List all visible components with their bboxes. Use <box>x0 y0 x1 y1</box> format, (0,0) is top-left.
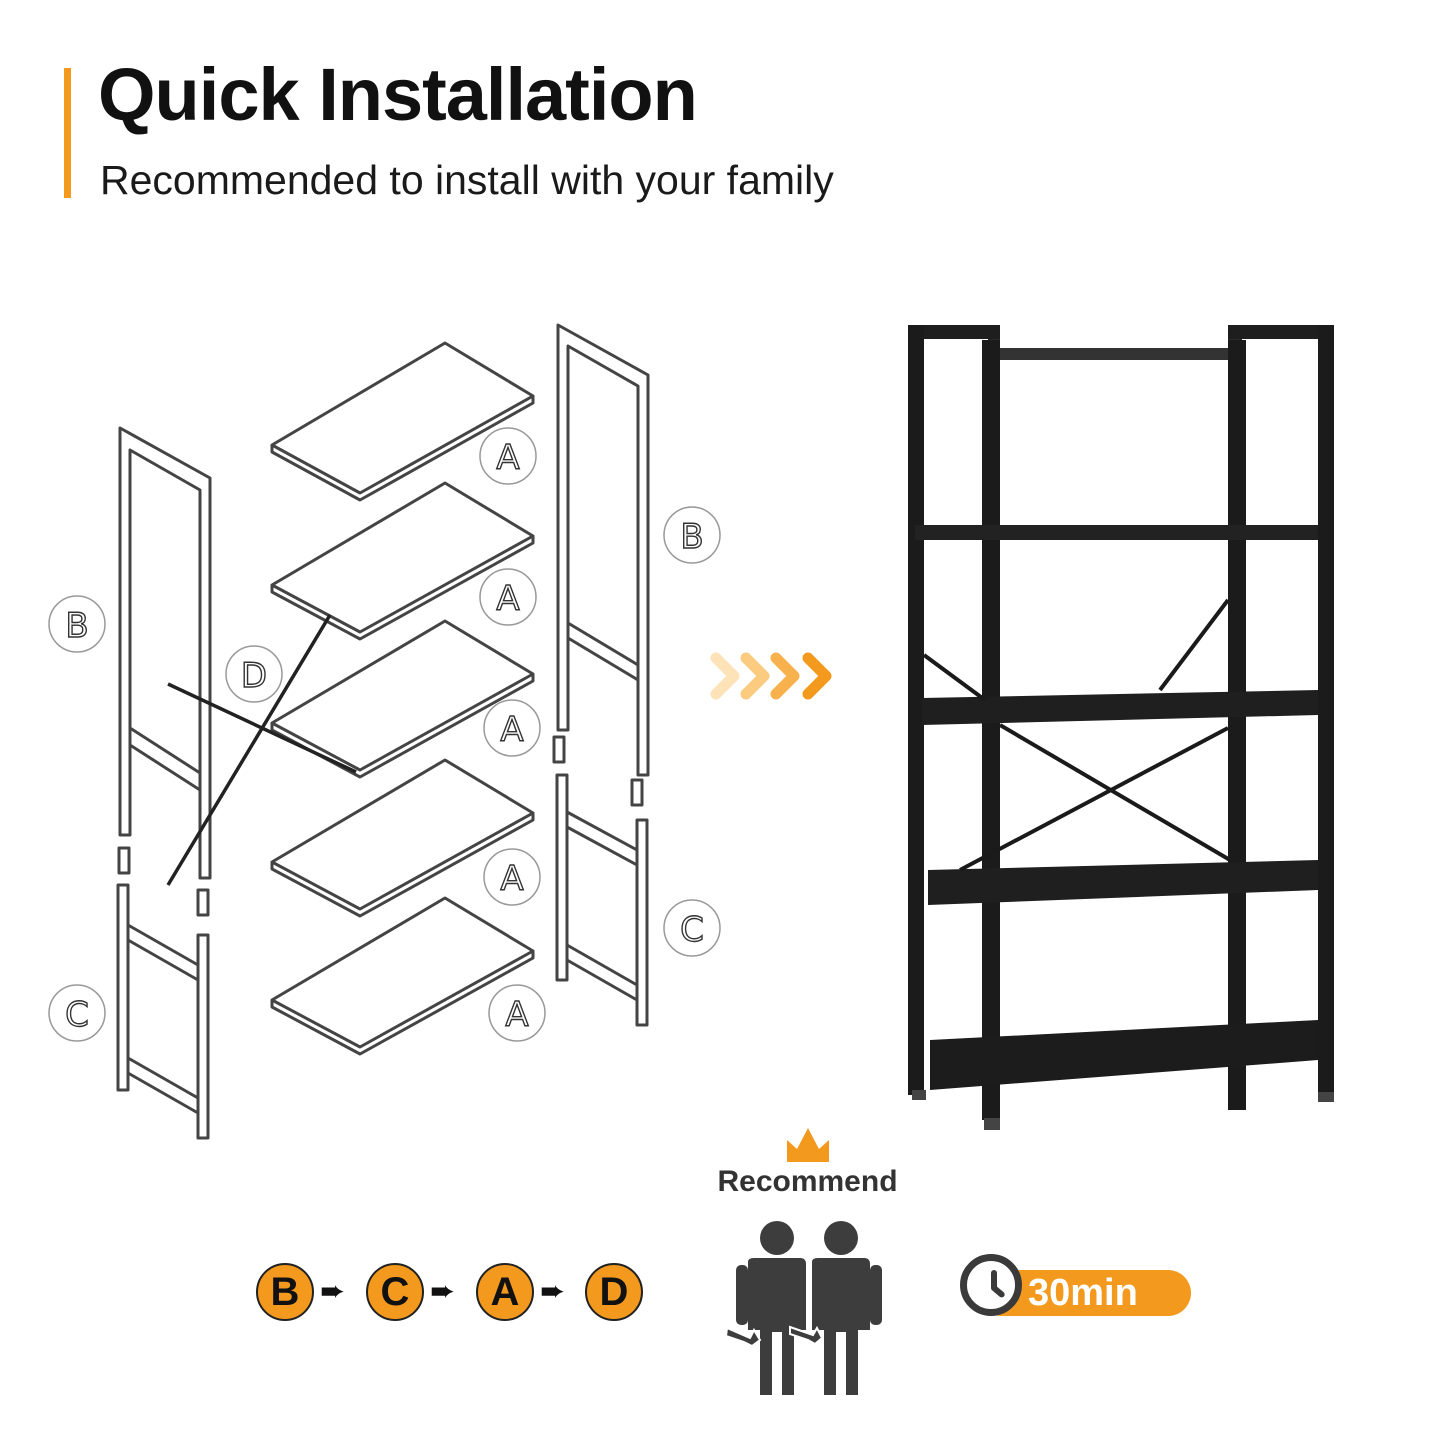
cross-bar-d <box>166 614 357 886</box>
label-circle-c-left <box>48 984 106 1042</box>
label-a-4: A <box>500 859 523 899</box>
label-a-3: A <box>500 710 523 750</box>
right-connector-2 <box>630 778 644 807</box>
shelf-a-3 <box>270 619 535 779</box>
label-a-2: A <box>496 579 519 619</box>
step-badge-4: D <box>585 1263 643 1321</box>
label-a-1: A <box>496 438 519 478</box>
label-circle-a-5 <box>488 984 546 1042</box>
label-circle-a-1 <box>479 427 537 485</box>
label-circle-a-4 <box>483 848 541 906</box>
right-connector-1 <box>552 735 566 764</box>
shelf-a-5 <box>270 896 535 1056</box>
left-frame-c <box>116 883 210 1140</box>
left-frame-b <box>118 426 212 880</box>
time-value: 30min <box>1028 1272 1138 1314</box>
right-frame-b <box>556 323 650 777</box>
label-circle-b-left <box>48 595 106 653</box>
label-circle-b-right <box>663 506 721 564</box>
clock-icon <box>960 1254 1022 1316</box>
label-b-left: B <box>65 606 88 646</box>
left-connector-1 <box>117 846 131 875</box>
label-circle-a-2 <box>479 568 537 626</box>
step-arrow-2-icon: ➨ <box>430 1275 456 1308</box>
label-circle-a-3 <box>483 699 541 757</box>
step-badge-1: B <box>256 1263 314 1321</box>
label-b-right: B <box>680 517 703 557</box>
step-badge-2: C <box>366 1263 424 1321</box>
label-a-5: A <box>505 995 528 1035</box>
label-d: D <box>241 656 267 696</box>
left-connector-2 <box>196 888 210 917</box>
label-circle-d <box>225 645 283 703</box>
chevron-arrows-icon <box>710 652 832 700</box>
label-c-left: C <box>65 995 89 1035</box>
page-title: Quick Installation <box>98 53 698 136</box>
label-circle-c-right <box>663 899 721 957</box>
page-subtitle: Recommended to install with your family <box>100 157 834 203</box>
label-c-right: C <box>680 910 704 950</box>
two-people-with-wrenches-icon <box>724 1221 882 1395</box>
step-badge-3: A <box>476 1263 534 1321</box>
shelf-a-1 <box>270 341 535 502</box>
recommend-label: Recommend <box>717 1165 898 1198</box>
assembled-shelf-unit <box>908 325 1334 1130</box>
step-arrow-3-icon: ➨ <box>540 1275 566 1308</box>
shelf-a-4 <box>270 758 535 918</box>
right-frame-c <box>555 773 649 1027</box>
crown-icon <box>787 1128 829 1162</box>
step-arrow-1-icon: ➨ <box>320 1275 346 1308</box>
header-accent-bar <box>64 68 71 198</box>
